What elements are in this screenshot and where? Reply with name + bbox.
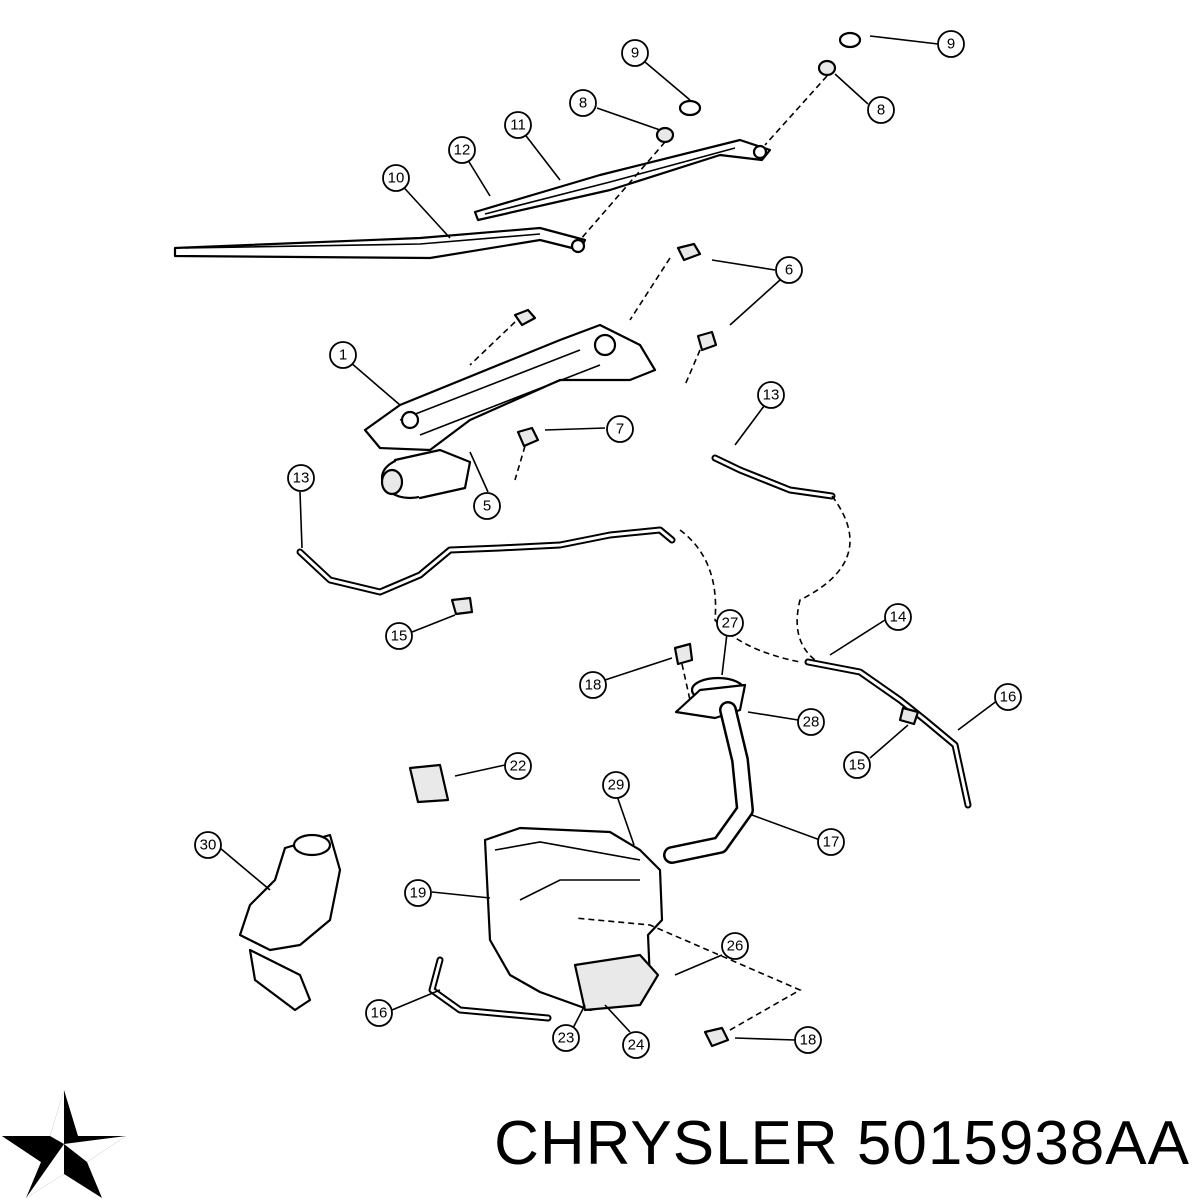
- leader-lines: [219, 35, 999, 1041]
- svg-text:7: 7: [616, 421, 624, 438]
- washer-hose-13-left: [296, 526, 676, 596]
- callout-22: 22: [504, 752, 532, 780]
- callout-29: 29: [602, 771, 630, 799]
- callout-5: 5: [473, 492, 501, 520]
- washer-pump-30: [238, 833, 342, 1012]
- washer-hose-14: [804, 658, 972, 809]
- svg-text:14: 14: [890, 609, 907, 626]
- washer-reservoir-19: [483, 826, 664, 1012]
- callout-30: 30: [194, 831, 222, 859]
- svg-text:9: 9: [631, 45, 639, 62]
- filler-tube-17: [663, 701, 754, 864]
- washer-hose-16: [428, 956, 552, 1022]
- cap-9b: [838, 31, 862, 49]
- callout-12: 12: [448, 136, 476, 164]
- svg-text:11: 11: [510, 117, 526, 134]
- svg-text:18: 18: [585, 677, 602, 694]
- bolt-6b: [696, 330, 718, 352]
- callout-13b: 13: [757, 381, 785, 409]
- callout-16a: 16: [994, 683, 1022, 711]
- callout-16b: 16: [365, 999, 393, 1027]
- callout-19: 19: [404, 879, 432, 907]
- part-caption: CHRYSLER 5015938AA: [440, 1108, 1190, 1179]
- callout-7: 7: [606, 415, 634, 443]
- svg-text:10: 10: [388, 170, 405, 187]
- wiper-arm-11: [473, 138, 772, 222]
- clip-15a: [450, 596, 474, 616]
- bolt-6a: [676, 242, 702, 262]
- bolt-18b: [703, 1026, 730, 1048]
- bolt-18a: [673, 642, 694, 666]
- callout-10: 10: [382, 164, 410, 192]
- clip-15b: [898, 706, 920, 726]
- washer-hose-13-right: [711, 454, 836, 500]
- callout-15a: 15: [385, 622, 413, 650]
- bolt-a: [513, 308, 537, 327]
- svg-text:8: 8: [579, 95, 587, 112]
- svg-text:15: 15: [849, 757, 866, 774]
- callout-14: 14: [884, 603, 912, 631]
- callout-9a: 9: [621, 39, 649, 67]
- callout-27: 27: [716, 609, 744, 637]
- callout-17: 17: [817, 828, 845, 856]
- svg-text:22: 22: [510, 758, 527, 775]
- svg-text:13: 13: [763, 387, 780, 404]
- nut-22: [408, 763, 450, 804]
- svg-text:28: 28: [803, 714, 820, 731]
- callout-26: 26: [721, 932, 749, 960]
- svg-text:27: 27: [722, 615, 739, 632]
- svg-text:18: 18: [800, 1032, 817, 1049]
- svg-text:9: 9: [947, 36, 955, 53]
- callout-9b: 9: [937, 30, 965, 58]
- chrysler-pentastar-icon: [2, 1090, 126, 1198]
- svg-text:12: 12: [454, 142, 471, 159]
- svg-text:15: 15: [391, 628, 408, 645]
- callout-6: 6: [775, 256, 803, 284]
- part-number: 5015938AA: [856, 1109, 1190, 1178]
- bolt-7: [516, 426, 540, 448]
- callout-24: 24: [622, 1031, 650, 1059]
- wiper-motor-5: [380, 448, 472, 500]
- svg-text:29: 29: [608, 777, 625, 794]
- svg-text:17: 17: [823, 834, 840, 851]
- svg-text:1: 1: [339, 347, 347, 364]
- callout-8b: 8: [867, 96, 895, 124]
- svg-text:23: 23: [558, 1030, 575, 1047]
- callout-11: 11: [504, 111, 532, 139]
- callout-15b: 15: [843, 751, 871, 779]
- wiper-linkage-1: [363, 323, 657, 452]
- svg-text:5: 5: [483, 498, 491, 515]
- svg-text:8: 8: [877, 102, 885, 119]
- callout-1: 1: [329, 341, 357, 369]
- svg-text:30: 30: [200, 837, 217, 854]
- svg-text:13: 13: [293, 470, 310, 487]
- callout-13a: 13: [287, 464, 315, 492]
- callout-23: 23: [552, 1024, 580, 1052]
- callout-8a: 8: [569, 89, 597, 117]
- svg-text:6: 6: [785, 262, 793, 279]
- cap-9a: [678, 99, 702, 117]
- callout-18b: 18: [794, 1026, 822, 1054]
- svg-text:24: 24: [628, 1037, 645, 1054]
- svg-text:26: 26: [727, 938, 744, 955]
- svg-text:19: 19: [410, 885, 427, 902]
- svg-text:16: 16: [1000, 689, 1017, 706]
- callout-28: 28: [797, 708, 825, 736]
- nut-8b: [817, 59, 837, 77]
- brand-name: CHRYSLER: [494, 1109, 839, 1178]
- callout-18a: 18: [579, 671, 607, 699]
- wiper-arm-10: [173, 226, 587, 260]
- svg-text:16: 16: [371, 1005, 388, 1022]
